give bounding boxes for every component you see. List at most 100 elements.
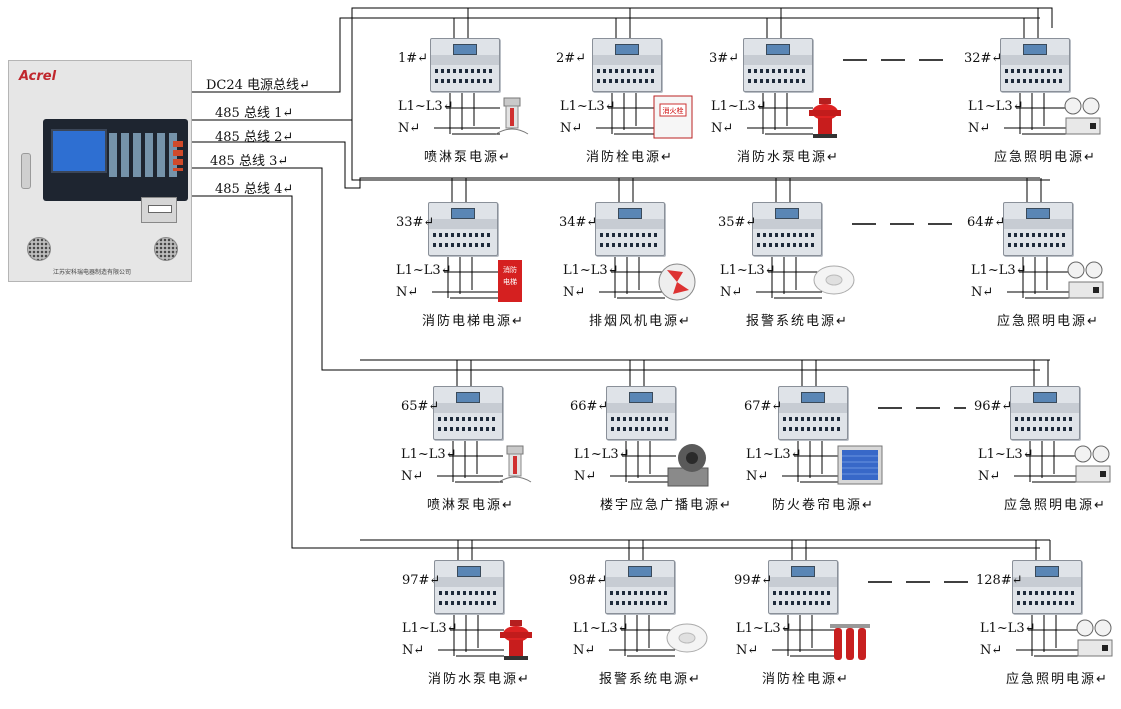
emergency-light-icon — [1074, 445, 1111, 483]
neutral-label: N↵ — [711, 121, 734, 136]
power-meter — [434, 560, 504, 614]
meter-id-label: 128#↵ — [976, 573, 1023, 588]
power-meter — [595, 202, 665, 256]
power-meter — [430, 38, 500, 92]
power-meter — [428, 202, 498, 256]
neutral-label: N↵ — [746, 469, 769, 484]
phase-label: L1~L3↵ — [573, 621, 629, 636]
sprinkler-icon — [498, 445, 532, 483]
meter-id-label: 67#↵ — [744, 399, 783, 414]
keypad — [109, 133, 181, 177]
fire-shutter-icon — [837, 445, 883, 485]
power-meter — [752, 202, 822, 256]
power-meter — [605, 560, 675, 614]
neutral-label: N↵ — [980, 643, 1003, 658]
monitor-controller-panel: Acrel 江苏安科瑞电器制造有限公司 — [8, 60, 192, 282]
manufacturer-label: 江苏安科瑞电器制造有限公司 — [53, 269, 132, 276]
meter-id-label: 97#↵ — [402, 573, 441, 588]
load-caption: 排烟风机电源↵ — [589, 314, 692, 329]
power-meter — [1003, 202, 1073, 256]
bus-line — [190, 141, 1040, 189]
phase-label: L1~L3↵ — [980, 621, 1036, 636]
controller-front — [43, 119, 188, 201]
meter-id-label: 35#↵ — [718, 215, 757, 230]
bus-line — [190, 7, 1053, 121]
meter-id-label: 1#↵ — [398, 51, 429, 66]
meter-id-label: 33#↵ — [396, 215, 435, 230]
power-meter — [606, 386, 676, 440]
broadcast-speaker-icon — [667, 444, 709, 487]
phase-label: L1~L3↵ — [978, 447, 1034, 462]
fire-hydrant-icon — [500, 620, 532, 660]
load-caption: 应急照明电源↵ — [997, 314, 1100, 329]
fire-elevator-sign-icon: 消防电梯 — [498, 260, 522, 302]
load-caption: 楼宇应急广播电源↵ — [600, 498, 733, 513]
meter-id-label: 3#↵ — [709, 51, 740, 66]
exhaust-fan-icon — [658, 263, 696, 301]
meter-id-label: 64#↵ — [967, 215, 1006, 230]
meter-id-label: 96#↵ — [974, 399, 1013, 414]
phase-label: L1~L3↵ — [401, 447, 457, 462]
emergency-light-icon — [1064, 97, 1101, 135]
power-meter — [592, 38, 662, 92]
speaker-icon — [27, 237, 51, 261]
svg-text:消防: 消防 — [503, 265, 517, 274]
meter-id-label: 34#↵ — [559, 215, 598, 230]
meter-id-label: 32#↵ — [964, 51, 1003, 66]
svg-text:电梯: 电梯 — [503, 277, 517, 286]
smoke-detector-icon — [813, 265, 855, 295]
load-caption: 喷淋泵电源↵ — [427, 498, 515, 513]
emergency-light-icon — [1067, 261, 1104, 299]
phase-label: L1~L3↵ — [746, 447, 802, 462]
load-caption: 防火卷帘电源↵ — [772, 498, 875, 513]
emergency-light-icon — [1076, 619, 1113, 657]
power-meter — [1012, 560, 1082, 614]
phase-label: L1~L3↵ — [402, 621, 458, 636]
sprinkler-icon — [495, 97, 529, 135]
power-meter — [1010, 386, 1080, 440]
neutral-label: N↵ — [396, 285, 419, 300]
neutral-label: N↵ — [563, 285, 586, 300]
bus-line — [190, 167, 1040, 371]
neutral-label: N↵ — [401, 469, 424, 484]
neutral-label: N↵ — [720, 285, 743, 300]
neutral-label: N↵ — [736, 643, 759, 658]
neutral-label: N↵ — [560, 121, 583, 136]
phase-label: L1~L3↵ — [396, 263, 452, 278]
meter-id-label: 2#↵ — [556, 51, 587, 66]
load-caption: 消防电梯电源↵ — [422, 314, 525, 329]
dc24-bus-label: DC24 电源总线↵ — [206, 78, 310, 93]
neutral-label: N↵ — [398, 121, 421, 136]
load-caption: 应急照明电源↵ — [1004, 498, 1107, 513]
neutral-label: N↵ — [573, 643, 596, 658]
power-meter — [743, 38, 813, 92]
neutral-label: N↵ — [971, 285, 994, 300]
bus-3-label: 485 总线 3↵ — [210, 154, 289, 169]
power-meter — [768, 560, 838, 614]
fire-hydrant-icon — [809, 98, 841, 138]
bus-line — [190, 17, 1040, 93]
phase-label: L1~L3↵ — [736, 621, 792, 636]
neutral-label: N↵ — [968, 121, 991, 136]
load-caption: 报警系统电源↵ — [746, 314, 849, 329]
load-caption: 消防栓电源↵ — [586, 150, 674, 165]
neutral-label: N↵ — [978, 469, 1001, 484]
svg-text:消火栓: 消火栓 — [663, 106, 684, 115]
phase-label: L1~L3↵ — [574, 447, 630, 462]
power-meter — [433, 386, 503, 440]
load-caption: 应急照明电源↵ — [1006, 672, 1109, 687]
power-meter — [778, 386, 848, 440]
phase-label: L1~L3↵ — [563, 263, 619, 278]
meter-id-label: 65#↵ — [401, 399, 440, 414]
phase-label: L1~L3↵ — [971, 263, 1027, 278]
load-caption: 消防栓电源↵ — [762, 672, 850, 687]
phase-label: L1~L3↵ — [711, 99, 767, 114]
meter-id-label: 98#↵ — [569, 573, 608, 588]
load-caption: 消防水泵电源↵ — [737, 150, 840, 165]
phase-label: L1~L3↵ — [720, 263, 776, 278]
door-handle — [21, 153, 31, 189]
neutral-label: N↵ — [574, 469, 597, 484]
bus-4-label: 485 总线 4↵ — [215, 182, 294, 197]
gas-cylinders-icon — [830, 624, 870, 660]
